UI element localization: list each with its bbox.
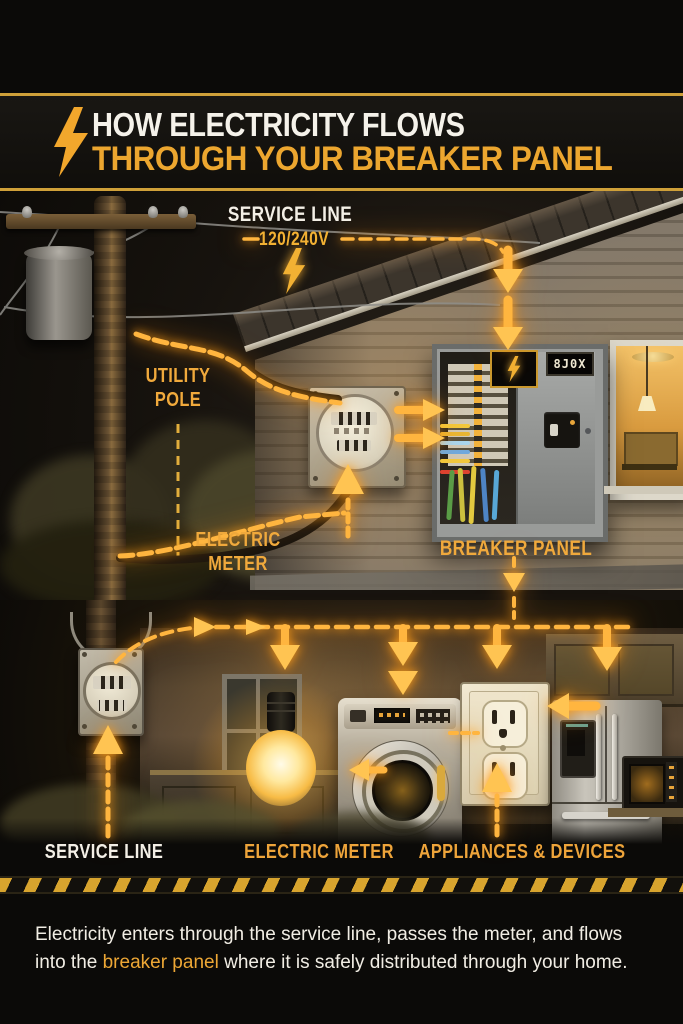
meter-odometer [331, 412, 377, 425]
fridge-handle [596, 714, 601, 800]
screw [500, 745, 506, 751]
light-bulb [246, 730, 316, 806]
breaker-panel-label: BREAKER PANEL [439, 537, 593, 560]
electrical-hazard-sign [490, 350, 538, 388]
washer-buttons [416, 709, 450, 723]
breaker-toggle [550, 424, 558, 436]
insulator [178, 206, 188, 218]
breaker-column-left [448, 364, 474, 466]
lightning-bolt-icon [54, 107, 88, 177]
washer-door-handle [437, 765, 445, 801]
caption-text: Electricity enters through the service l… [35, 921, 643, 977]
dispenser-display [566, 724, 588, 727]
main-breaker [544, 412, 580, 448]
panel-wire [440, 450, 470, 454]
electric-meter-label-bottom: ELECTRIC METER [244, 841, 394, 863]
screw [313, 476, 318, 481]
utility-pole [94, 196, 126, 600]
microwave-controls [666, 762, 677, 802]
caption-before: Electricity enters through the service l… [35, 924, 623, 973]
transformer [26, 252, 92, 340]
insulator [148, 206, 158, 218]
service-line-label-bottom: SERVICE LINE [44, 841, 164, 863]
washer-drum-window [372, 760, 433, 821]
indicator-led [570, 420, 575, 425]
receptacle [482, 700, 528, 748]
kitchen-counter [622, 464, 677, 470]
cabinet-door [618, 644, 674, 696]
window-sill [604, 486, 683, 494]
utility-pole-label: UTILITY POLE [145, 365, 211, 411]
pole-crossarm [6, 214, 196, 229]
bulb-socket [267, 692, 295, 732]
door-latch [585, 428, 591, 434]
socket-ridge [267, 710, 295, 712]
dispenser-recess [567, 730, 585, 756]
panel-wire [440, 424, 470, 428]
ceiling-light [632, 352, 674, 362]
counter-top [608, 808, 683, 817]
outlet-slot [510, 762, 515, 776]
appliances-devices-label: APPLIANCES & DEVICES [418, 841, 626, 863]
house-window [610, 340, 683, 500]
service-line-label-top: SERVICE LINE [227, 203, 353, 226]
pendant-cord [646, 346, 648, 396]
insulator [22, 206, 32, 218]
cabinet-door [554, 644, 610, 696]
door-seam [605, 706, 607, 802]
screw [132, 724, 137, 729]
screw [313, 391, 318, 396]
lightning-bolt-icon [282, 248, 306, 294]
screw [132, 652, 137, 657]
screw [394, 476, 399, 481]
panel-display: 8J0X [546, 352, 594, 376]
pendant-lamp [638, 396, 656, 411]
meter-odometer [93, 676, 131, 689]
panel-wire [440, 441, 470, 445]
panel-wire [440, 432, 470, 436]
hazard-stripe-divider [0, 876, 683, 894]
screw [82, 724, 87, 729]
display-digits [379, 713, 405, 717]
caption-after: where it is safely distributed through y… [218, 952, 628, 973]
socket-ridge [267, 702, 295, 704]
label-band [0, 818, 683, 876]
kitchen-cabinets [546, 634, 683, 707]
screw [394, 391, 399, 396]
freezer-handle [562, 812, 650, 819]
lightning-bolt-icon [507, 356, 521, 382]
panel-wire [440, 470, 470, 474]
freezer-seam [552, 802, 662, 804]
caption-highlight: breaker panel [102, 952, 219, 973]
screw [82, 652, 87, 657]
panel-wire [440, 459, 470, 463]
outlet-slot [492, 710, 497, 724]
kitchen-cabinet [624, 432, 678, 466]
fridge-handle [612, 714, 617, 800]
voltage-label: 120/240V [259, 229, 329, 250]
washer-knob [350, 710, 366, 722]
meter-register [337, 440, 371, 451]
page-title-line2: THROUGH YOUR BREAKER PANEL [92, 140, 613, 178]
breaker-handles [474, 364, 482, 466]
transformer-lid [24, 246, 94, 260]
microwave-window [629, 764, 665, 804]
washer-control-panel [344, 704, 456, 729]
meter-dials-row [334, 428, 370, 434]
ice-water-dispenser [560, 720, 596, 778]
outlet-slot [510, 710, 515, 724]
washer-display [374, 708, 410, 723]
page-title-line1: HOW ELECTRICITY FLOWS [92, 106, 465, 143]
meter-register [97, 700, 127, 711]
ground-hole [499, 729, 507, 738]
service-meter-dial [83, 662, 141, 720]
header-banner: HOW ELECTRICITY FLOWS THROUGH YOUR BREAK… [0, 93, 683, 191]
electric-meter-label-top: ELECTRIC METER [195, 529, 281, 575]
receptacle [482, 752, 528, 800]
outlet-slot [492, 762, 497, 776]
ground-hole [499, 781, 507, 790]
